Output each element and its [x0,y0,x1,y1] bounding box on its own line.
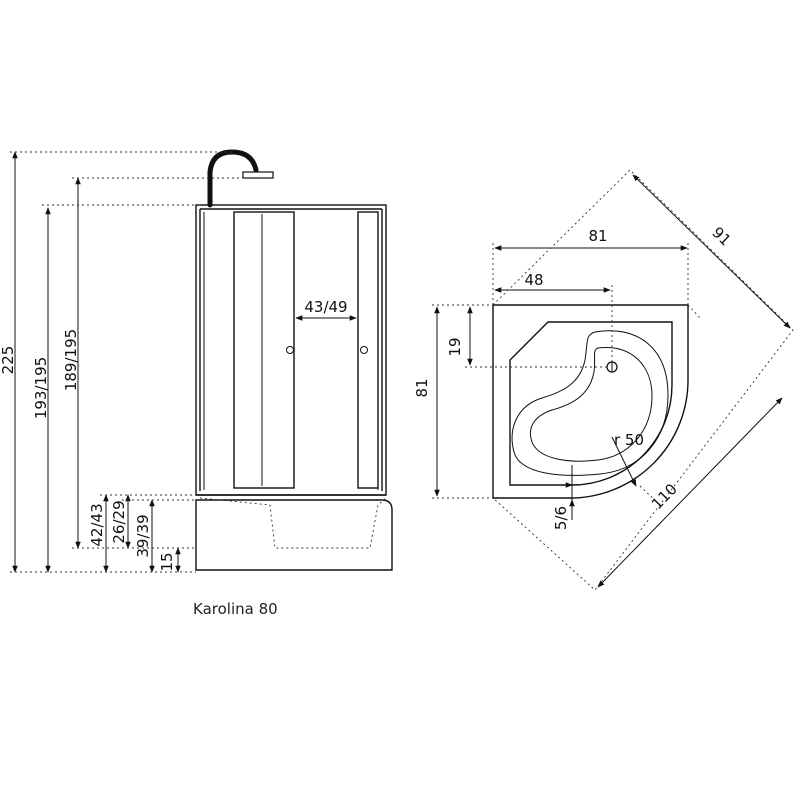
basin-inner [529,347,653,462]
diagonal-side-label: 91 [708,223,734,249]
tray-body [195,499,393,571]
diagonal-side-dim-line [632,174,791,329]
door-opening-label: 43/49 [304,298,347,316]
left-door-panel [233,211,295,489]
tray-a-label: 42/43 [88,503,106,546]
partial-width-label: 48 [524,271,543,289]
top-view: r 50 5/6 81 48 81 19 91 110 [413,169,794,591]
total-height-label: 225 [0,346,17,375]
tray-inner-profile [199,497,387,549]
basin-outer [511,330,669,476]
model-caption: Karolina 80 [193,600,278,618]
tray-b-label: 26/29 [110,500,128,543]
height-a-label: 193/195 [32,357,50,419]
shower-head [242,171,274,179]
right-door-panel [357,211,379,489]
radius-label: r 50 [614,431,644,449]
partial-depth-label: 19 [446,337,464,356]
width-label: 81 [588,227,607,245]
diagonal-long-dim-line [597,397,783,588]
right-door-handle [360,346,368,354]
depth-label: 81 [413,378,431,397]
tray-c-label: 39/39 [134,514,152,557]
rim-label: 5/6 [552,506,570,530]
base-label: 15 [158,552,176,571]
height-b-label: 189/195 [62,329,80,391]
side-view: 43/49 225 193/195 189/195 42/43 26/29 39… [0,149,393,573]
diagonal-footprint [492,169,794,591]
diagonal-long-label: 110 [648,480,681,513]
left-door-handle [286,346,294,354]
